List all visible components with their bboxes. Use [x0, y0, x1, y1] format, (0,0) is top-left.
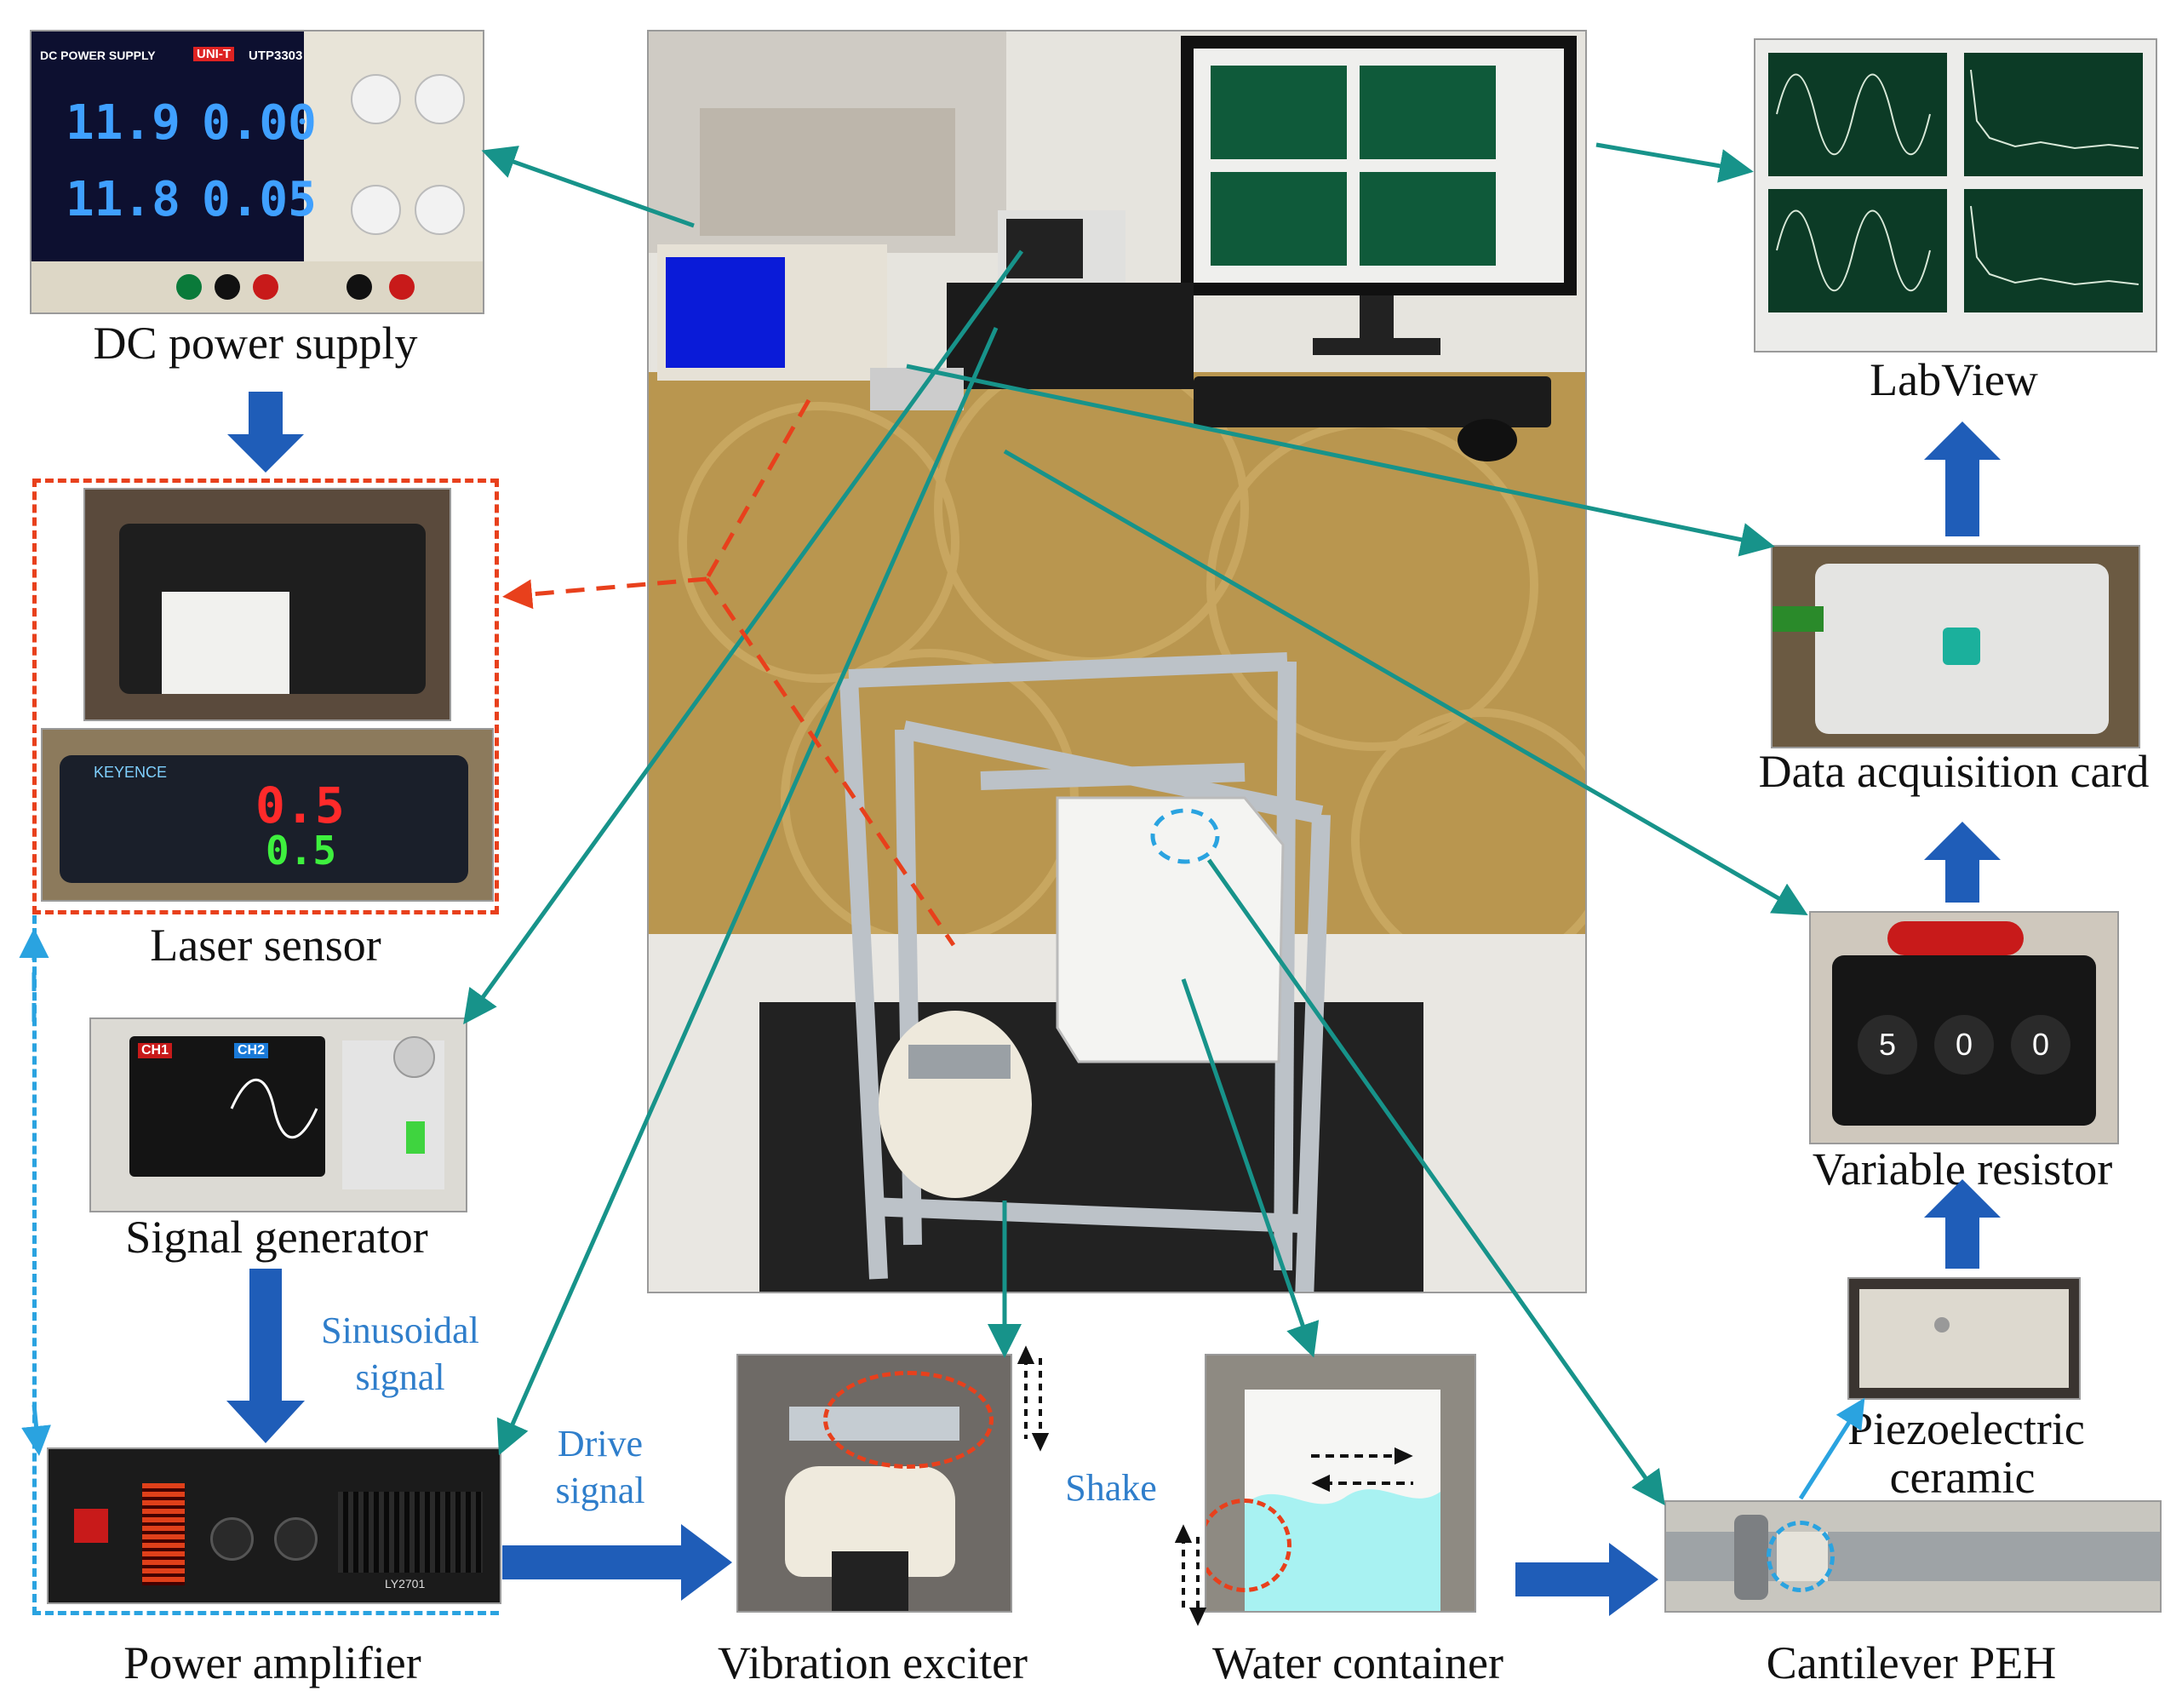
sg-screen — [129, 1036, 325, 1177]
red-terminal-icon-2 — [389, 274, 415, 300]
lv-spectrum-1 — [1970, 69, 2139, 150]
green-terminal-icon — [176, 274, 202, 300]
daq-wires — [1773, 606, 1824, 632]
red-terminal-icon — [253, 274, 278, 300]
vibration-exciter-label: Vibration exciter — [717, 1637, 1028, 1688]
central-setup-photo — [647, 30, 1587, 1293]
resistor-digit-1: 5 — [1858, 1015, 1917, 1075]
sinusoidal-signal-note: Sinusoidal signal — [311, 1307, 490, 1401]
sg-output-button — [406, 1121, 425, 1154]
resistor-leads — [1887, 921, 2024, 955]
arrow-power-to-laser — [227, 392, 304, 473]
lv-sine-2 — [1776, 209, 1931, 291]
resistor-digit-2: 0 — [1934, 1015, 1994, 1075]
piezo-label-line2: ceramic — [1889, 1451, 2036, 1503]
arrow-amp-to-exciter — [502, 1524, 732, 1601]
ch1-current-readout: 0.00 — [202, 95, 317, 151]
power-supply-title: DC POWER SUPPLY — [40, 49, 156, 62]
water-container-label: Water container — [1212, 1637, 1503, 1688]
resistor-digit-3: 0 — [2011, 1015, 2070, 1075]
dc-power-supply-photo: DC POWER SUPPLY UNI-T UTP3303 11.9 0.00 … — [30, 30, 484, 314]
black-terminal-icon — [215, 274, 240, 300]
variable-resistor-label: Variable resistor — [1812, 1143, 2113, 1195]
black-terminal-icon-2 — [346, 274, 372, 300]
exciter-base — [832, 1551, 908, 1611]
drive-signal-note: Drive signal — [524, 1420, 677, 1514]
signal-generator-photo: CH1 CH2 — [89, 1017, 467, 1212]
shake-note: Shake — [1065, 1467, 1157, 1509]
signal-generator-label: Signal generator — [125, 1212, 428, 1263]
foam-block — [162, 592, 289, 694]
current-knob — [415, 74, 465, 124]
central-photo-illustration — [649, 32, 1585, 1292]
cantilever-peh-label: Cantilever PEH — [1766, 1637, 2057, 1688]
variable-resistor-photo: 5 0 0 — [1809, 911, 2119, 1144]
lv-spectrum-2 — [1970, 205, 2139, 286]
water-container-photo — [1205, 1354, 1476, 1613]
lv-chart-4 — [1964, 189, 2143, 312]
arrow-daq-to-labview — [1924, 421, 2001, 536]
amp-level-meter — [142, 1483, 185, 1585]
dc-power-supply-label: DC power supply — [93, 318, 418, 369]
arrow-resistor-to-daq — [1924, 822, 2001, 903]
current-knob-ch2 — [415, 185, 465, 235]
ch2-voltage-readout: 11.8 — [66, 172, 180, 227]
sinusoidal-note-line1: Sinusoidal — [321, 1310, 479, 1351]
voltage-knob — [351, 74, 401, 124]
sg-ch2-badge: CH2 — [234, 1043, 269, 1058]
lv-chart-2 — [1964, 53, 2143, 176]
arrow-container-to-peh — [1515, 1543, 1658, 1616]
power-supply-brand: UNI-T — [193, 47, 234, 61]
data-acquisition-card-photo — [1771, 545, 2140, 748]
amp-knob-icon — [210, 1517, 254, 1561]
power-amplifier-photo: LY2701 — [47, 1447, 501, 1604]
power-amplifier-label: Power amplifier — [123, 1637, 421, 1688]
ch2-current-readout: 0.05 — [202, 172, 317, 227]
drive-note-line1: Drive — [557, 1423, 644, 1464]
daq-logo-icon — [1943, 628, 1980, 665]
piezo-ceramic-photo — [1847, 1277, 2081, 1400]
laser-amplifier-photo: KEYENCE 0.5 0.5 — [41, 728, 494, 902]
solder-point-icon — [1934, 1317, 1950, 1333]
container-highlight-circle — [1206, 1499, 1291, 1592]
cantilever-peh-photo — [1664, 1500, 2162, 1613]
ceramic-plate — [1859, 1289, 2069, 1388]
labview-label: LabView — [1870, 354, 2038, 405]
sg-ch1-badge: CH1 — [138, 1043, 173, 1058]
laser-red-readout: 0.5 — [255, 777, 345, 834]
keyence-brand: KEYENCE — [94, 764, 168, 781]
ch1-voltage-readout: 11.9 — [66, 95, 180, 151]
piezo-ceramic-label: Piezoelectric ceramic — [1847, 1403, 2085, 1503]
beam-clamp — [1734, 1515, 1768, 1600]
laser-green-readout: 0.5 — [266, 828, 337, 874]
amp-model-label: LY2701 — [385, 1577, 426, 1591]
drive-note-line2: signal — [555, 1470, 645, 1511]
voltage-knob-ch2 — [351, 185, 401, 235]
vibration-exciter-photo — [736, 1354, 1012, 1613]
data-acquisition-card-label: Data acquisition card — [1758, 746, 2150, 797]
lv-sine-1 — [1776, 73, 1931, 155]
leader-labview — [1595, 142, 1754, 183]
laser-amp-body — [60, 755, 468, 883]
piezo-highlight-circle — [1767, 1521, 1835, 1592]
lv-chart-3 — [1768, 189, 1947, 312]
piezo-label-line1: Piezoelectric — [1847, 1403, 2085, 1454]
amp-vent-grille — [338, 1492, 483, 1573]
amp-power-switch — [74, 1509, 108, 1543]
laser-sensor-label: Laser sensor — [150, 920, 381, 971]
labview-screenshot — [1754, 38, 2157, 352]
power-supply-model: UTP3303 — [249, 49, 303, 63]
sinusoidal-note-line2: signal — [355, 1356, 445, 1398]
lv-chart-1 — [1768, 53, 1947, 176]
feedback-dashed-path — [32, 915, 499, 1615]
sg-knob-icon — [393, 1036, 435, 1078]
sine-wave-icon — [230, 1079, 318, 1138]
water-wave — [1245, 1489, 1440, 1611]
laser-sensor-head-photo — [83, 488, 451, 721]
amp-knob-icon-2 — [274, 1517, 318, 1561]
exciter-highlight-ellipse — [823, 1371, 994, 1469]
